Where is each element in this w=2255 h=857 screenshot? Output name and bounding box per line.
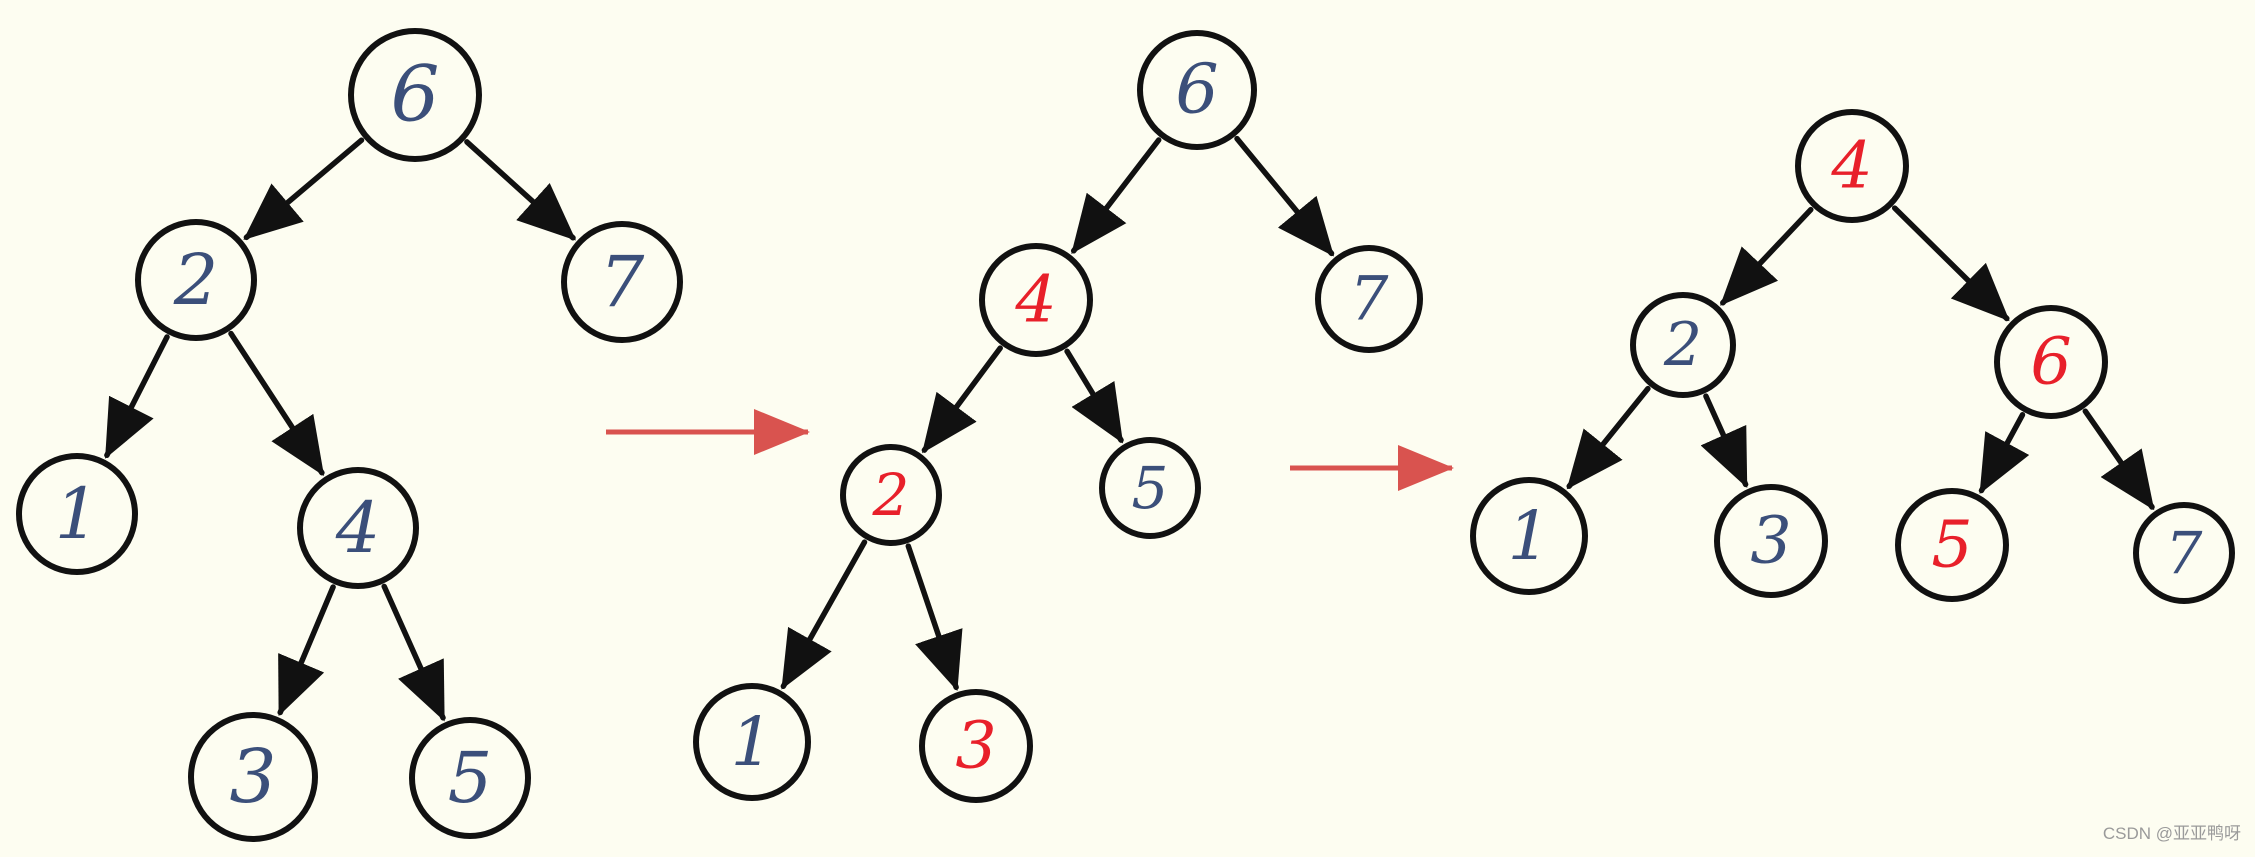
node-circle-t3-4 bbox=[1795, 109, 1909, 223]
node-t3-4: 4 bbox=[1795, 109, 1909, 223]
node-circle-t2-6 bbox=[1137, 30, 1257, 150]
node-t1-7: 7 bbox=[561, 221, 683, 343]
node-label-t2-7: 7 bbox=[1350, 264, 1389, 335]
edges-layer bbox=[104, 135, 2155, 722]
node-circle-t2-7 bbox=[1315, 245, 1423, 353]
edge-t3-2-to-t3-3 bbox=[1700, 393, 1749, 489]
node-t3-2: 2 bbox=[1630, 292, 1736, 398]
node-t1-2: 2 bbox=[135, 219, 257, 341]
node-label-t1-7: 7 bbox=[600, 241, 645, 323]
node-t2-4: 4 bbox=[979, 243, 1093, 357]
node-label-t3-4: 4 bbox=[1830, 129, 1872, 204]
node-label-t2-4: 4 bbox=[1014, 263, 1056, 338]
edge-t3-2-to-t3-1 bbox=[1566, 385, 1651, 490]
edge-t2-4-to-t2-2 bbox=[921, 345, 1003, 454]
edge-t2-6-to-t2-4 bbox=[1070, 137, 1162, 254]
node-t3-6: 6 bbox=[1994, 305, 2108, 419]
node-circle-t1-7 bbox=[561, 221, 683, 343]
node-circle-t3-5 bbox=[1895, 488, 2009, 602]
node-t1-3: 3 bbox=[188, 712, 318, 842]
node-circle-t3-6 bbox=[1994, 305, 2108, 419]
node-circle-t1-1 bbox=[16, 453, 138, 575]
node-label-t3-1: 1 bbox=[1508, 497, 1551, 575]
edge-t1-4-to-t1-3 bbox=[277, 584, 336, 717]
node-label-t2-1: 1 bbox=[731, 703, 774, 781]
node-t1-5: 5 bbox=[409, 717, 531, 839]
node-label-t1-5: 5 bbox=[448, 737, 493, 819]
node-t1-6: 6 bbox=[348, 28, 482, 162]
node-label-t3-6: 6 bbox=[2030, 325, 2071, 400]
node-label-t1-1: 1 bbox=[55, 473, 100, 555]
node-label-t3-5: 5 bbox=[1931, 508, 1972, 583]
edge-t1-6-to-t1-7 bbox=[464, 139, 576, 241]
node-label-t3-3: 3 bbox=[1750, 504, 1791, 579]
node-circle-t2-4 bbox=[979, 243, 1093, 357]
flow-arrows bbox=[606, 409, 1454, 491]
node-t2-5: 5 bbox=[1099, 437, 1201, 539]
node-t2-6: 6 bbox=[1137, 30, 1257, 150]
node-label-t3-2: 2 bbox=[1663, 310, 1702, 380]
node-t2-7: 7 bbox=[1315, 245, 1423, 353]
node-circle-t2-3 bbox=[919, 689, 1033, 803]
node-t1-4: 4 bbox=[297, 467, 419, 589]
node-t3-7: 7 bbox=[2133, 502, 2235, 604]
node-circle-t2-2 bbox=[840, 444, 942, 546]
edge-t1-2-to-t1-4 bbox=[228, 330, 325, 477]
node-t1-1: 1 bbox=[16, 453, 138, 575]
node-label-t1-2: 2 bbox=[173, 239, 219, 321]
node-label-t1-3: 3 bbox=[229, 734, 276, 820]
node-label-t2-3: 3 bbox=[955, 709, 996, 784]
node-label-t2-5: 5 bbox=[1132, 454, 1169, 522]
node-t3-5: 5 bbox=[1895, 488, 2009, 602]
nodes-layer: 6 2 7 1 4 3 5 6 4 7 2 5 1 3 4 2 6 1 3 5 7 bbox=[16, 28, 2235, 842]
node-label-t1-6: 6 bbox=[391, 51, 440, 140]
node-t2-2: 2 bbox=[840, 444, 942, 546]
node-circle-t1-4 bbox=[297, 467, 419, 589]
node-circle-t1-6 bbox=[348, 28, 482, 162]
edge-t3-4-to-t3-6 bbox=[1891, 205, 2010, 322]
edge-t3-4-to-t3-2 bbox=[1720, 206, 1814, 306]
node-circle-t3-3 bbox=[1714, 484, 1828, 598]
node-circle-t2-1 bbox=[693, 683, 811, 801]
edge-t3-6-to-t3-5 bbox=[1978, 412, 2030, 495]
edge-t1-4-to-t1-5 bbox=[381, 583, 446, 722]
node-t3-1: 1 bbox=[1470, 477, 1588, 595]
node-t2-3: 3 bbox=[919, 689, 1033, 803]
node-circle-t1-2 bbox=[135, 219, 257, 341]
node-circle-t3-7 bbox=[2133, 502, 2235, 604]
watermark: CSDN @亚亚鸭呀 bbox=[2102, 824, 2241, 843]
node-t3-3: 3 bbox=[1714, 484, 1828, 598]
node-label-t2-2: 2 bbox=[872, 461, 910, 529]
edge-t2-2-to-t2-1 bbox=[780, 539, 868, 690]
node-circle-t3-1 bbox=[1470, 477, 1588, 595]
edge-t2-2-to-t2-3 bbox=[905, 543, 963, 692]
node-label-t1-4: 4 bbox=[335, 487, 381, 569]
node-label-t3-7: 7 bbox=[2166, 519, 2203, 587]
edge-t1-6-to-t1-2 bbox=[243, 137, 365, 241]
edge-t2-6-to-t2-7 bbox=[1234, 135, 1335, 257]
node-label-t2-6: 6 bbox=[1175, 51, 1218, 130]
edge-t3-6-to-t3-7 bbox=[2082, 408, 2155, 511]
edge-t1-2-to-t1-1 bbox=[104, 334, 170, 459]
node-t2-1: 1 bbox=[693, 683, 811, 801]
node-circle-t3-2 bbox=[1630, 292, 1736, 398]
node-circle-t1-5 bbox=[409, 717, 531, 839]
node-circle-t2-5 bbox=[1099, 437, 1201, 539]
node-circle-t1-3 bbox=[188, 712, 318, 842]
edge-t2-4-to-t2-5 bbox=[1064, 348, 1124, 444]
